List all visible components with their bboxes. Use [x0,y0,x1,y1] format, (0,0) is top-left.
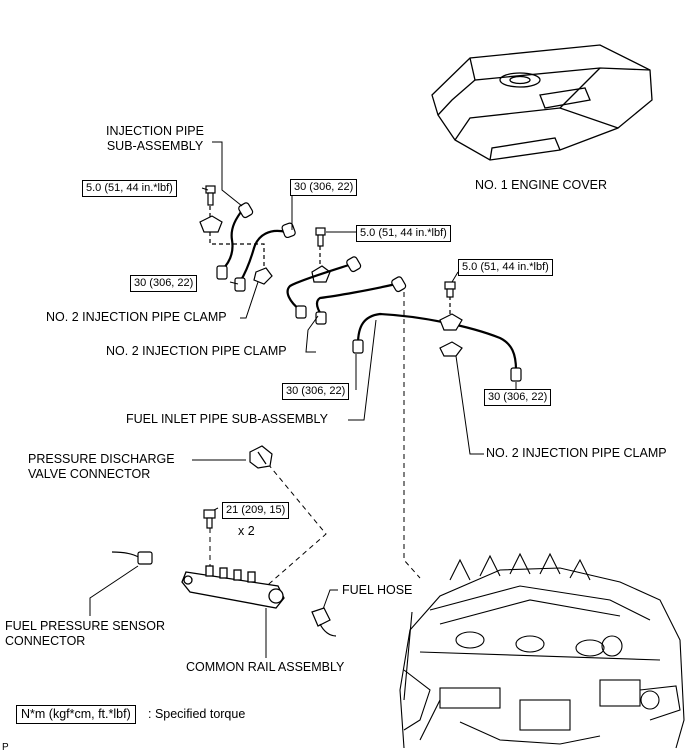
fuel-hose-drawing [311,607,337,637]
injection-pipe-label-line2: SUB-ASSEMBLY [106,139,204,153]
bolt-1-drawing [205,185,216,206]
fuel-pressure-sensor-connector-drawing [111,551,153,565]
clamp-label-c: NO. 2 INJECTION PIPE CLAMP [486,446,667,460]
bolt-2-drawing [315,227,326,247]
injection-pipe-label: INJECTION PIPE SUB-ASSEMBLY [100,124,210,154]
clamp-label-b: NO. 2 INJECTION PIPE CLAMP [106,344,287,358]
bolt-3-drawing [444,281,456,298]
fuel-pressure-sensor-label-line2: CONNECTOR [5,634,86,648]
dashed-routing-lines [209,292,421,591]
clamp-d-drawing [439,313,463,357]
legend-description: : Specified torque [148,707,246,721]
legend-torque-unit: N*m (kgf*cm, ft.*lbf) [16,705,136,724]
torque-box-7: 30 (306, 22) [484,389,552,406]
pressure-discharge-valve-connector-drawing [249,445,273,469]
fuel-pressure-sensor-label-line1: FUEL PRESSURE SENSOR [5,619,165,633]
injection-pipe-left-drawing [221,207,287,283]
engine-drawing [399,552,685,749]
footer-code: P [2,742,9,753]
quantity-label: x 2 [238,524,255,538]
leader-lines [89,141,517,658]
clamp-a-drawing [199,215,223,233]
pressure-discharge-valve-label: PRESSURE DISCHARGE VALVE CONNECTOR [28,452,175,482]
torque-box-2: 30 (306, 22) [290,179,358,196]
torque-box-8: 21 (209, 15) [222,502,290,519]
pressure-discharge-valve-label-line2: VALVE CONNECTOR [28,467,151,481]
fuel-inlet-pipe-fittings [352,339,522,382]
fuel-hose-label: FUEL HOSE [342,583,413,597]
engine-cover-drawing [431,44,653,161]
fuel-inlet-pipe-label: FUEL INLET PIPE SUB-ASSEMBLY [126,412,328,426]
torque-box-6: 30 (306, 22) [282,383,350,400]
torque-box-1: 5.0 (51, 44 in.*lbf) [82,180,177,197]
torque-box-4: 30 (306, 22) [130,275,198,292]
common-rail-drawing [181,565,285,609]
engine-cover-label: NO. 1 ENGINE COVER [475,178,607,192]
injection-pipe-mid-drawing [286,262,397,317]
fuel-inlet-pipe-drawing [356,312,518,371]
torque-box-3: 5.0 (51, 44 in.*lbf) [356,225,451,242]
clamp-label-a: NO. 2 INJECTION PIPE CLAMP [46,310,227,324]
torque-box-5: 5.0 (51, 44 in.*lbf) [458,259,553,276]
fuel-pressure-sensor-label: FUEL PRESSURE SENSOR CONNECTOR [5,619,165,649]
injection-pipe-mid-fittings [295,256,407,325]
bolt-rail-drawing [203,509,216,529]
injection-pipe-label-line1: INJECTION PIPE [106,124,204,138]
pressure-discharge-valve-label-line1: PRESSURE DISCHARGE [28,452,175,466]
clamp-b-drawing [253,267,273,285]
common-rail-label: COMMON RAIL ASSEMBLY [186,660,345,674]
